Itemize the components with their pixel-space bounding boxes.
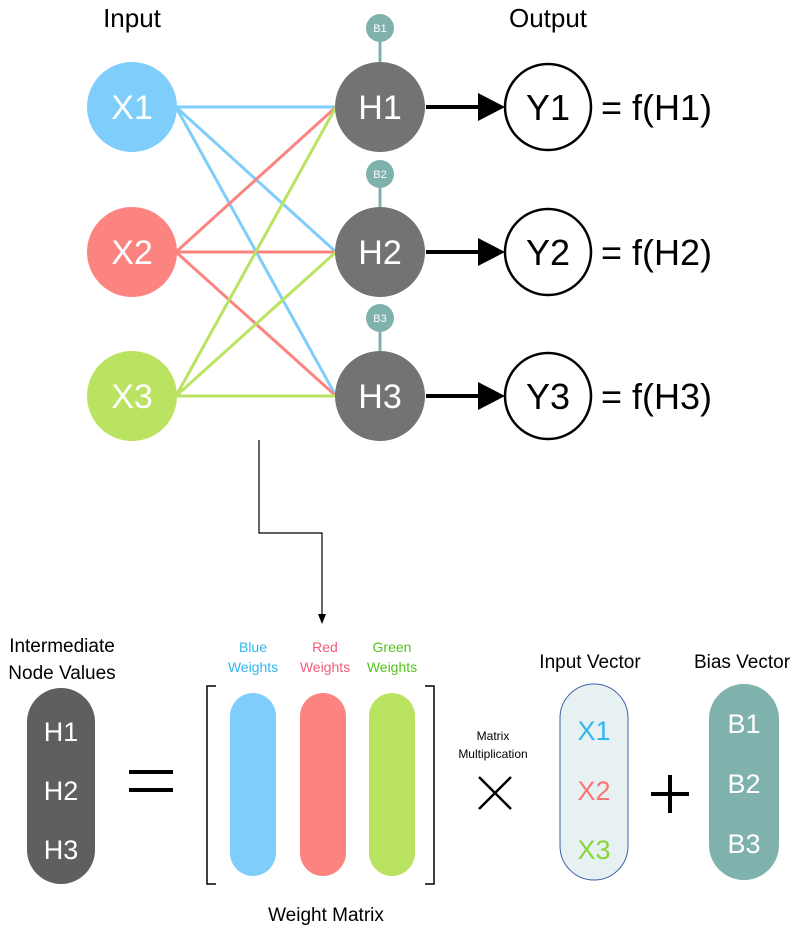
arrowhead-y2 [478, 238, 505, 266]
output-node-y2-label: Y2 [526, 232, 570, 273]
edge-x3-h2 [174, 250, 338, 398]
plus-sign [651, 775, 689, 813]
bias-vector-b3: B3 [727, 829, 760, 859]
bias-node-b3: B3 [366, 304, 394, 351]
weight-label-red-line1: Red [312, 639, 338, 655]
matrix-mult-label-line2: Multiplication [458, 747, 527, 761]
connector-arrowhead [318, 614, 326, 624]
weight-bar-blue [230, 693, 276, 876]
output-node-y1-label: Y1 [526, 87, 570, 128]
input-vector-x1: X1 [577, 716, 610, 746]
hidden-node-h3: H3 [335, 351, 425, 441]
hidden-node-h1-label: H1 [358, 89, 401, 127]
arrowhead-y3 [478, 382, 505, 410]
matrix-bracket-right [425, 685, 435, 885]
bias-node-b3-label: B3 [373, 313, 386, 325]
intermediate-value-h3: H3 [44, 835, 79, 865]
hidden-node-h3-label: H3 [358, 378, 401, 416]
matrix-mult-label-line1: Matrix [477, 729, 510, 743]
bias-node-b1: B1 [366, 14, 394, 62]
equals-sign [129, 770, 173, 792]
output-node-y1: Y1 [503, 62, 593, 152]
input-node-x3-label: X3 [111, 378, 153, 416]
hidden-node-h2-label: H2 [358, 234, 401, 272]
output-formula-y3: = f(H3) [601, 376, 712, 417]
hidden-node-h1: H1 [335, 62, 425, 152]
bias-node-b2-label: B2 [373, 169, 386, 181]
weight-matrix-label: Weight Matrix [268, 905, 384, 926]
output-header: Output [509, 3, 588, 33]
weight-bar-green [369, 693, 415, 876]
times-sign [478, 776, 512, 810]
input-node-x2-label: X2 [111, 234, 153, 272]
input-vector-label: Input Vector [539, 652, 641, 673]
weight-label-blue-line1: Blue [239, 639, 267, 655]
input-vector-pill: X1 X2 X3 [559, 683, 629, 881]
output-formula-y2: = f(H2) [601, 232, 712, 273]
edge-x3-h1 [174, 106, 338, 397]
input-node-x3: X3 [87, 351, 177, 441]
weight-label-green-line2: Weights [367, 659, 417, 675]
input-header: Input [103, 3, 162, 33]
output-node-y2: Y2 [503, 207, 593, 297]
input-vector-x3: X3 [577, 835, 610, 865]
input-vector-x2: X2 [577, 776, 610, 806]
weight-bar-red [300, 693, 346, 876]
bias-node-b1-label: B1 [373, 23, 386, 35]
intermediate-values-pill: H1 H2 H3 [27, 688, 95, 884]
intermediate-label-line2: Node Values [8, 663, 115, 684]
output-node-y3: Y3 [503, 351, 593, 441]
bias-node-b2: B2 [366, 160, 394, 207]
weight-label-green-line1: Green [373, 639, 412, 655]
input-node-x1-label: X1 [111, 89, 153, 127]
weight-label-red-line2: Weights [300, 659, 350, 675]
weight-label-blue-line2: Weights [228, 659, 278, 675]
intermediate-label-line1: Intermediate [9, 636, 115, 657]
bias-vector-label: Bias Vector [694, 652, 791, 673]
arrowhead-y1 [478, 93, 505, 121]
bias-vector-b2: B2 [727, 769, 760, 799]
output-node-y3-label: Y3 [526, 376, 570, 417]
output-formula-y1: = f(H1) [601, 87, 712, 128]
bias-vector-pill: B1 B2 B3 [709, 684, 779, 880]
bias-vector-b1: B1 [727, 709, 760, 739]
connector-elbow-line [258, 440, 323, 614]
input-node-x1: X1 [87, 62, 177, 152]
intermediate-value-h2: H2 [44, 776, 79, 806]
hidden-node-h2: H2 [335, 207, 425, 297]
input-node-x2: X2 [87, 207, 177, 297]
connections [174, 105, 338, 398]
matrix-bracket-left [206, 685, 216, 885]
intermediate-value-h1: H1 [44, 717, 79, 747]
edge-x2-h1 [174, 105, 338, 254]
